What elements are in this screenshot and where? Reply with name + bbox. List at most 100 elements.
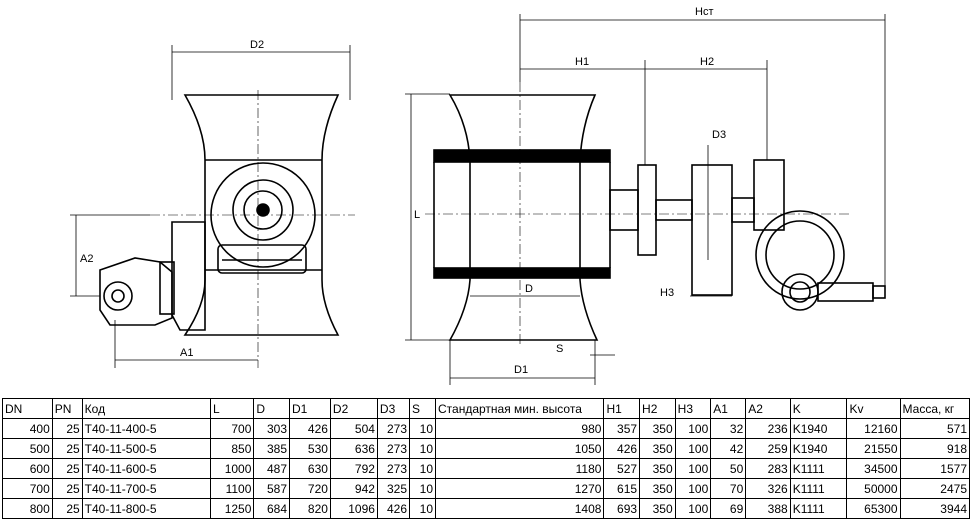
table-header-cell: A2 [745, 398, 791, 419]
table-cell: 273 [376, 458, 411, 479]
table-cell: 820 [289, 498, 331, 519]
table-cell: 100 [674, 498, 712, 519]
table-cell: 350 [639, 458, 676, 479]
table-cell: 100 [674, 438, 712, 459]
table-cell: 2475 [899, 478, 970, 499]
table-cell: 21550 [846, 438, 901, 459]
table-cell: 303 [253, 418, 290, 439]
table-cell: 487 [253, 458, 290, 479]
table-header-cell: K [789, 398, 848, 419]
table-cell: Т40-11-500-5 [81, 438, 211, 459]
table-cell: K1111 [789, 498, 848, 519]
dim-label-h1: H1 [575, 56, 589, 68]
table-header-cell: Код [81, 398, 211, 419]
table-header-cell: H1 [603, 398, 641, 419]
table-header-cell: H2 [639, 398, 676, 419]
table-cell: 25 [51, 418, 83, 439]
table-cell: 25 [51, 438, 83, 459]
table-cell: 1250 [209, 498, 255, 519]
table-cell: 10 [409, 418, 436, 439]
technical-drawing: D2 A2 A1 Нст H1 H2 D3 L D H3 S D1 [70, 6, 886, 385]
table-header-cell: S [409, 398, 436, 419]
table-cell: K1111 [789, 478, 848, 499]
dim-label-d3: D3 [712, 129, 726, 141]
table-cell: 326 [745, 478, 791, 499]
table-cell: 792 [329, 458, 378, 479]
table-cell: 527 [603, 458, 641, 479]
table-cell: 42 [710, 438, 747, 459]
table-cell: 571 [899, 418, 970, 439]
table-cell: 1096 [329, 498, 378, 519]
table-cell: 720 [289, 478, 331, 499]
table-header-cell: DN [2, 398, 53, 419]
table-header-cell: D [253, 398, 290, 419]
valve-side-view [99, 94, 340, 336]
table-cell: 325 [376, 478, 411, 499]
table-cell: 615 [603, 478, 641, 499]
table-cell: Т40-11-400-5 [81, 418, 211, 439]
table-cell: 1270 [434, 478, 605, 499]
table-cell: 10 [409, 458, 436, 479]
table-cell: 350 [639, 438, 676, 459]
table-cell: 800 [2, 498, 53, 519]
table-cell: 426 [603, 438, 641, 459]
table-cell: 1408 [434, 498, 605, 519]
table-cell: 850 [209, 438, 255, 459]
table-cell: K1940 [789, 438, 848, 459]
table-cell: 273 [376, 418, 411, 439]
table-cell: 504 [329, 418, 378, 439]
table-header-cell: D2 [329, 398, 378, 419]
dim-label-l: L [414, 209, 420, 221]
table-header-cell: Стандартная мин. высота [434, 398, 605, 419]
table-cell: 236 [745, 418, 791, 439]
table-cell: 388 [745, 498, 791, 519]
table-header-cell: PN [51, 398, 83, 419]
dim-label-d2: D2 [250, 39, 264, 51]
dim-label-a2: A2 [80, 253, 93, 265]
table-cell: 530 [289, 438, 331, 459]
table-cell: 1577 [899, 458, 970, 479]
table-header-cell: D3 [376, 398, 411, 419]
table-cell: 587 [253, 478, 290, 499]
table-cell: 693 [603, 498, 641, 519]
dim-label-hst: Нст [695, 6, 713, 18]
dim-label-h2: H2 [700, 56, 714, 68]
table-cell: 50000 [846, 478, 901, 499]
table-cell: 10 [409, 478, 436, 499]
table-cell: 100 [674, 478, 712, 499]
table-cell: 65300 [846, 498, 901, 519]
table-cell: K1940 [789, 418, 848, 439]
table-header-cell: H3 [674, 398, 712, 419]
dim-label-s: S [556, 343, 563, 355]
table-cell: 385 [253, 438, 290, 459]
table-cell: 1050 [434, 438, 605, 459]
table-cell: 500 [2, 438, 53, 459]
table-cell: K1111 [789, 458, 848, 479]
table-cell: Т40-11-800-5 [81, 498, 211, 519]
table-cell: 70 [710, 478, 747, 499]
table-cell: 630 [289, 458, 331, 479]
table-cell: 600 [2, 458, 53, 479]
table-cell: 100 [674, 458, 712, 479]
table-cell: 700 [2, 478, 53, 499]
table-cell: 684 [253, 498, 290, 519]
table-cell: 34500 [846, 458, 901, 479]
dim-label-d: D [525, 283, 533, 295]
table-cell: 25 [51, 478, 83, 499]
table-cell: 1100 [209, 478, 255, 499]
table-cell: 10 [409, 498, 436, 519]
dim-label-h3: H3 [660, 287, 674, 299]
table-cell: 1180 [434, 458, 605, 479]
table-header-cell: Масса, кг [899, 398, 970, 419]
table-header-cell: L [209, 398, 255, 419]
table-cell: 283 [745, 458, 791, 479]
table-cell: 12160 [846, 418, 901, 439]
table-cell: 273 [376, 438, 411, 459]
table-cell: 69 [710, 498, 747, 519]
